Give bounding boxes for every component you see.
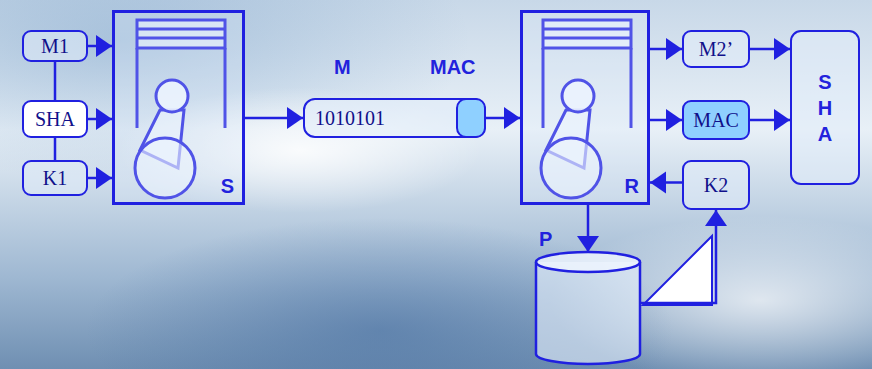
node-text: R (625, 175, 639, 198)
mac-field (456, 98, 486, 138)
field-label: M (334, 56, 351, 79)
connector-arrow (88, 167, 112, 189)
white-triangle (643, 236, 712, 305)
node-text: M1 (41, 35, 69, 58)
node-text: M2’ (699, 38, 733, 61)
connector-arrow (88, 108, 112, 130)
connector-arrow (750, 109, 790, 131)
node-text: S (221, 175, 234, 198)
node-text: SHA (35, 108, 75, 131)
hash-box: SHA (22, 100, 88, 138)
connector-arrow (486, 107, 520, 129)
connector-arrow (650, 38, 682, 60)
key-box: K2 (682, 160, 750, 210)
connector-arrow (650, 172, 682, 194)
connector-arrow (55, 62, 56, 100)
message-box: 1010101 (303, 98, 486, 138)
input-box: M1 (22, 30, 88, 62)
message-box: M2’ (682, 30, 750, 68)
key-box: K1 (22, 160, 88, 196)
connector-arrow (750, 38, 790, 60)
connector-arrow (88, 35, 112, 57)
connector-arrow (577, 205, 599, 252)
hash-box: S H A (790, 30, 860, 185)
node-text: S H A (817, 69, 833, 147)
field-label: MAC (430, 56, 476, 79)
connector-arrow (245, 107, 303, 129)
connector-arrow (650, 109, 682, 131)
receiver-machine: R (520, 10, 650, 205)
mac-box: MAC (682, 100, 750, 140)
sender-machine: S (112, 10, 245, 205)
node-text: P (539, 228, 552, 251)
node-text: 1010101 (315, 107, 385, 130)
connector-arrow (640, 210, 727, 303)
node-text: MAC (693, 109, 739, 132)
connector-arrow (55, 138, 56, 160)
database-cylinder: P (533, 228, 643, 368)
node-text: K1 (43, 167, 67, 190)
node-text: K2 (704, 174, 728, 197)
